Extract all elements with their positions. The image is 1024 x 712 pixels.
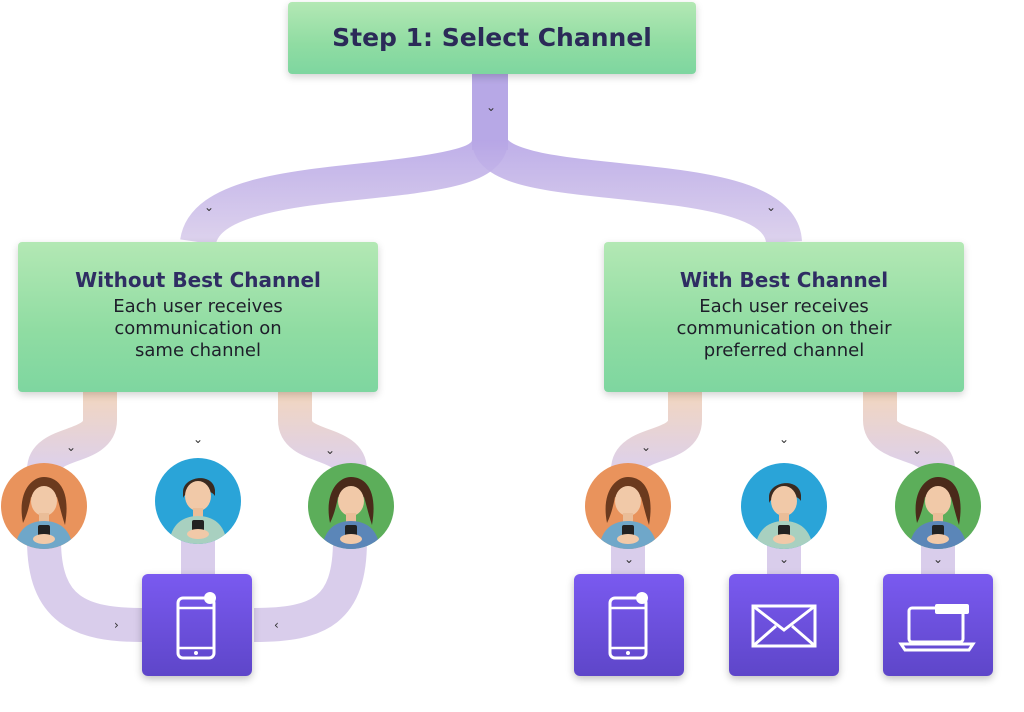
- mobile-phone-icon: [608, 592, 648, 660]
- chevron-down-icon: ⌄: [641, 440, 652, 454]
- chevron-down-icon: ⌄: [66, 440, 77, 454]
- without-best-channel-box: Without Best Channel Each user receives …: [18, 242, 378, 392]
- left-merge-1: [27, 539, 143, 642]
- chevron-down-icon: ⌄: [779, 552, 790, 566]
- avatar-man-blue: [741, 463, 827, 549]
- step-title-box: Step 1: Select Channel: [288, 2, 696, 74]
- chevron-down-icon: ⌄: [912, 443, 923, 457]
- with-desc-line: communication on their: [676, 318, 892, 339]
- email-channel-tile: [729, 574, 839, 676]
- split-left-path: [180, 136, 508, 248]
- with-description: Each user receives communication on thei…: [604, 296, 964, 362]
- with-best-channel-box: With Best Channel Each user receives com…: [604, 242, 964, 392]
- avatar-woman-green: [895, 463, 981, 549]
- chevron-down-icon: ⌄: [933, 552, 944, 566]
- email-icon: [751, 604, 817, 648]
- person-illustration: [741, 463, 827, 549]
- step-title: Step 1: Select Channel: [332, 23, 652, 52]
- without-desc-line: communication on: [114, 318, 282, 339]
- person-illustration: [585, 463, 671, 549]
- chevron-down-icon: ⌄: [325, 443, 336, 457]
- mobile-channel-tile: [574, 574, 684, 676]
- avatar-woman-orange: [1, 463, 87, 549]
- chevron-left-icon: ‹: [274, 618, 279, 632]
- without-desc-line: Each user receives: [113, 296, 283, 317]
- chevron-down-icon: ⌄: [193, 432, 204, 446]
- mobile-phone-icon: [176, 592, 216, 660]
- avatar-woman-orange: [585, 463, 671, 549]
- chevron-down-icon: ⌄: [486, 100, 497, 114]
- right-link-1: [611, 392, 702, 474]
- person-illustration: [1, 463, 87, 549]
- without-title: Without Best Channel: [75, 268, 321, 292]
- chevron-down-icon: ⌄: [204, 200, 215, 214]
- person-illustration: [155, 458, 241, 544]
- right-link-3: [863, 392, 955, 474]
- avatar-woman-green: [308, 463, 394, 549]
- left-merge-3: [253, 539, 367, 642]
- chevron-right-icon: ›: [114, 618, 119, 632]
- left-link-1: [27, 392, 117, 473]
- mobile-channel-tile: [142, 574, 252, 676]
- avatar-man-blue: [155, 458, 241, 544]
- laptop-channel-tile: [883, 574, 993, 676]
- with-title: With Best Channel: [679, 268, 889, 292]
- without-description: Each user receives communication on same…: [18, 296, 378, 362]
- without-desc-line: same channel: [135, 340, 261, 361]
- with-desc-line: preferred channel: [703, 340, 865, 361]
- laptop-icon: [898, 604, 976, 652]
- person-illustration: [895, 463, 981, 549]
- chevron-down-icon: ⌄: [624, 552, 635, 566]
- chevron-down-icon: ⌄: [766, 200, 777, 214]
- chevron-down-icon: ⌄: [779, 432, 790, 446]
- with-desc-line: Each user receives: [699, 296, 869, 317]
- split-right-path: [472, 135, 802, 246]
- left-link-3: [278, 392, 367, 473]
- person-illustration: [308, 463, 394, 549]
